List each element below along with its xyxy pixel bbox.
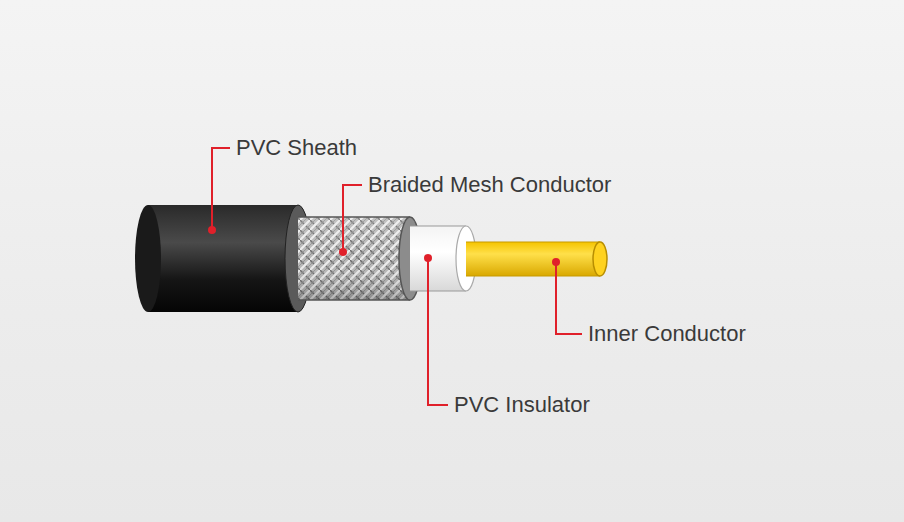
leader-dots	[208, 226, 560, 266]
part-label: PVC Insulator	[454, 392, 590, 418]
pvc-sheath	[135, 205, 311, 312]
part-label: Inner Conductor	[588, 321, 746, 347]
inner-conductor	[466, 242, 607, 276]
part-label: PVC Sheath	[236, 135, 357, 161]
braided-mesh	[298, 217, 421, 300]
part-label: Braided Mesh Conductor	[368, 172, 611, 198]
